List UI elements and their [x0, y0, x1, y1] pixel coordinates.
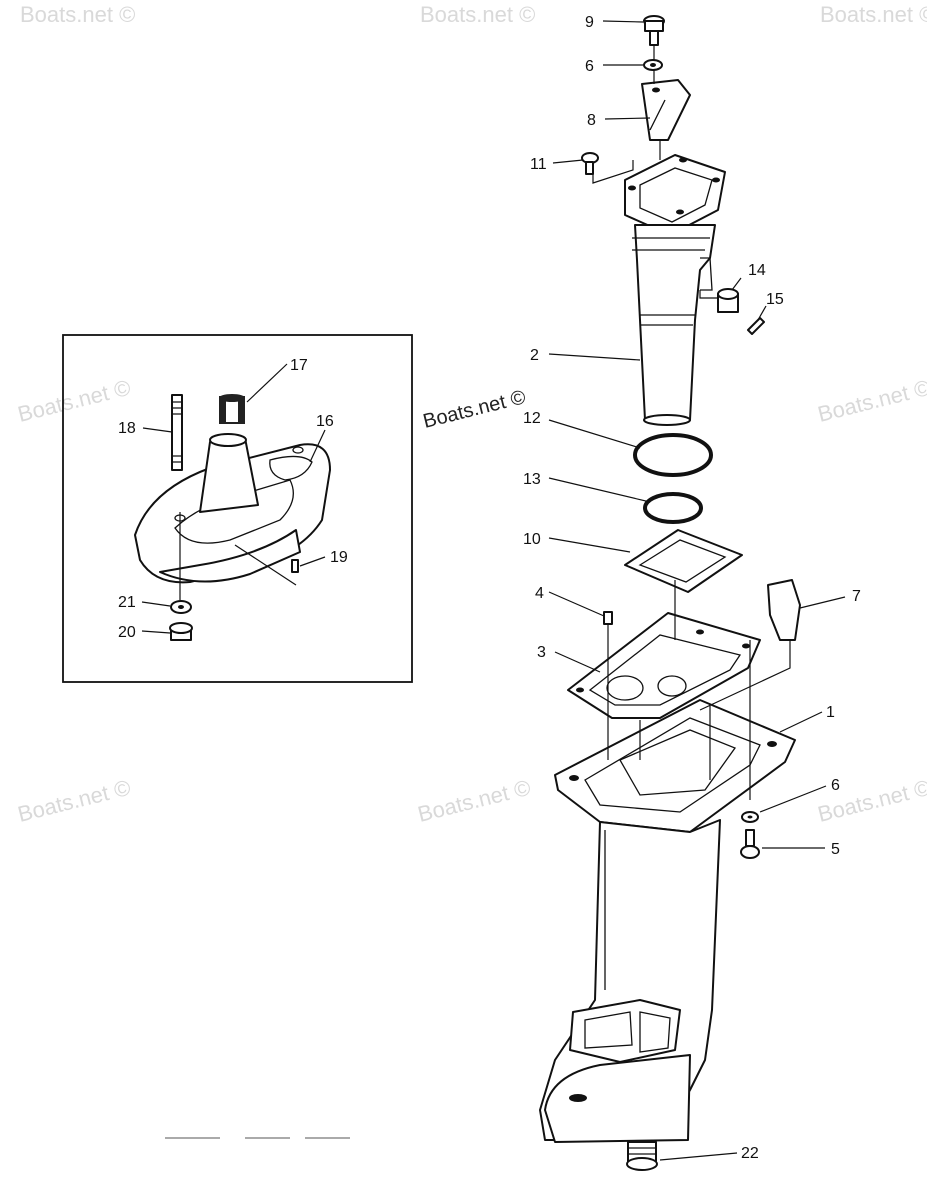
leader-line [141, 601, 171, 607]
leader-line [779, 711, 823, 733]
nut [169, 622, 193, 641]
callout-21: 21 [118, 594, 136, 611]
callout-4: 4 [535, 585, 544, 602]
watermark: Boats.net © [15, 375, 133, 427]
sleeve [717, 288, 739, 313]
leader-line [759, 785, 827, 813]
leader-line [552, 159, 584, 164]
callout-8: 8 [587, 112, 596, 129]
leader-line [799, 596, 846, 609]
pin [291, 559, 299, 573]
callout-6b: 6 [831, 777, 840, 794]
dowel-pin [603, 611, 613, 625]
callout-17: 17 [290, 357, 308, 374]
driveshaft-housing [539, 699, 796, 1143]
callout-19: 19 [330, 549, 348, 566]
leader-line [141, 630, 171, 634]
callout-15: 15 [766, 291, 784, 308]
watermark: Boats.net © [815, 375, 927, 427]
callout-12: 12 [523, 410, 541, 427]
leader-line [548, 477, 651, 503]
leader-line [554, 651, 601, 673]
assembly-line [653, 44, 661, 160]
bolt [740, 829, 760, 859]
seal-ring-large [633, 433, 713, 477]
impeller [219, 394, 245, 424]
callout-18: 18 [118, 420, 136, 437]
callout-22: 22 [741, 1145, 759, 1162]
leader-line [659, 1152, 738, 1161]
callout-1: 1 [826, 704, 835, 721]
leader-line [602, 20, 644, 23]
main-watermark: Boats.net © [421, 386, 528, 433]
leader-line [757, 305, 767, 321]
leader-line [548, 419, 641, 449]
callout-16: 16 [316, 413, 334, 430]
water-pump-inset: 17 18 16 19 21 20 [62, 334, 413, 683]
main-exploded-view: 9 6 8 11 14 15 2 12 13 10 4 3 7 1 6 5 22 [523, 14, 861, 1171]
watermark: Boats.net © [420, 2, 535, 27]
callout-6: 6 [585, 58, 594, 75]
callout-20: 20 [118, 624, 136, 641]
inset-frame [62, 334, 413, 683]
leader-line [234, 544, 297, 586]
leader-line [246, 363, 288, 403]
watermark: Boats.net © [15, 775, 133, 827]
leader-line [142, 427, 173, 433]
leader-line [309, 429, 326, 463]
leader-line [548, 537, 631, 553]
callout-3: 3 [537, 644, 546, 661]
leader-line [731, 277, 742, 291]
stud [171, 394, 183, 471]
assembly-line [639, 705, 711, 780]
exhaust-tube [632, 224, 716, 426]
leader-line [299, 556, 326, 567]
gasket-plate [567, 612, 761, 719]
callout-9: 9 [585, 14, 594, 31]
leader-line [548, 353, 641, 361]
side-cover [767, 579, 801, 641]
watermark: Boats.net © [820, 2, 927, 27]
screw-top [643, 15, 665, 46]
drain-plug [626, 1141, 658, 1171]
callout-13: 13 [523, 471, 541, 488]
impeller-housing [199, 437, 259, 513]
leader-line [548, 591, 605, 617]
callout-2: 2 [530, 347, 539, 364]
screw-side [581, 152, 599, 175]
watermark: Boats.net © [20, 2, 135, 27]
callout-14: 14 [748, 262, 766, 279]
gasket-upper [624, 529, 743, 593]
callout-7: 7 [852, 588, 861, 605]
bracket [641, 79, 691, 141]
assembly-line [699, 640, 791, 711]
callout-11: 11 [530, 156, 547, 173]
callout-5: 5 [831, 841, 840, 858]
adapter-plate [624, 154, 726, 236]
housing-top [209, 433, 247, 447]
watermark: Boats.net © [415, 775, 533, 827]
seal-ring-small [643, 492, 703, 524]
leader-line [604, 117, 651, 120]
pump-base-plate [134, 443, 331, 584]
screw-small [747, 317, 765, 335]
callout-10: 10 [523, 531, 541, 548]
